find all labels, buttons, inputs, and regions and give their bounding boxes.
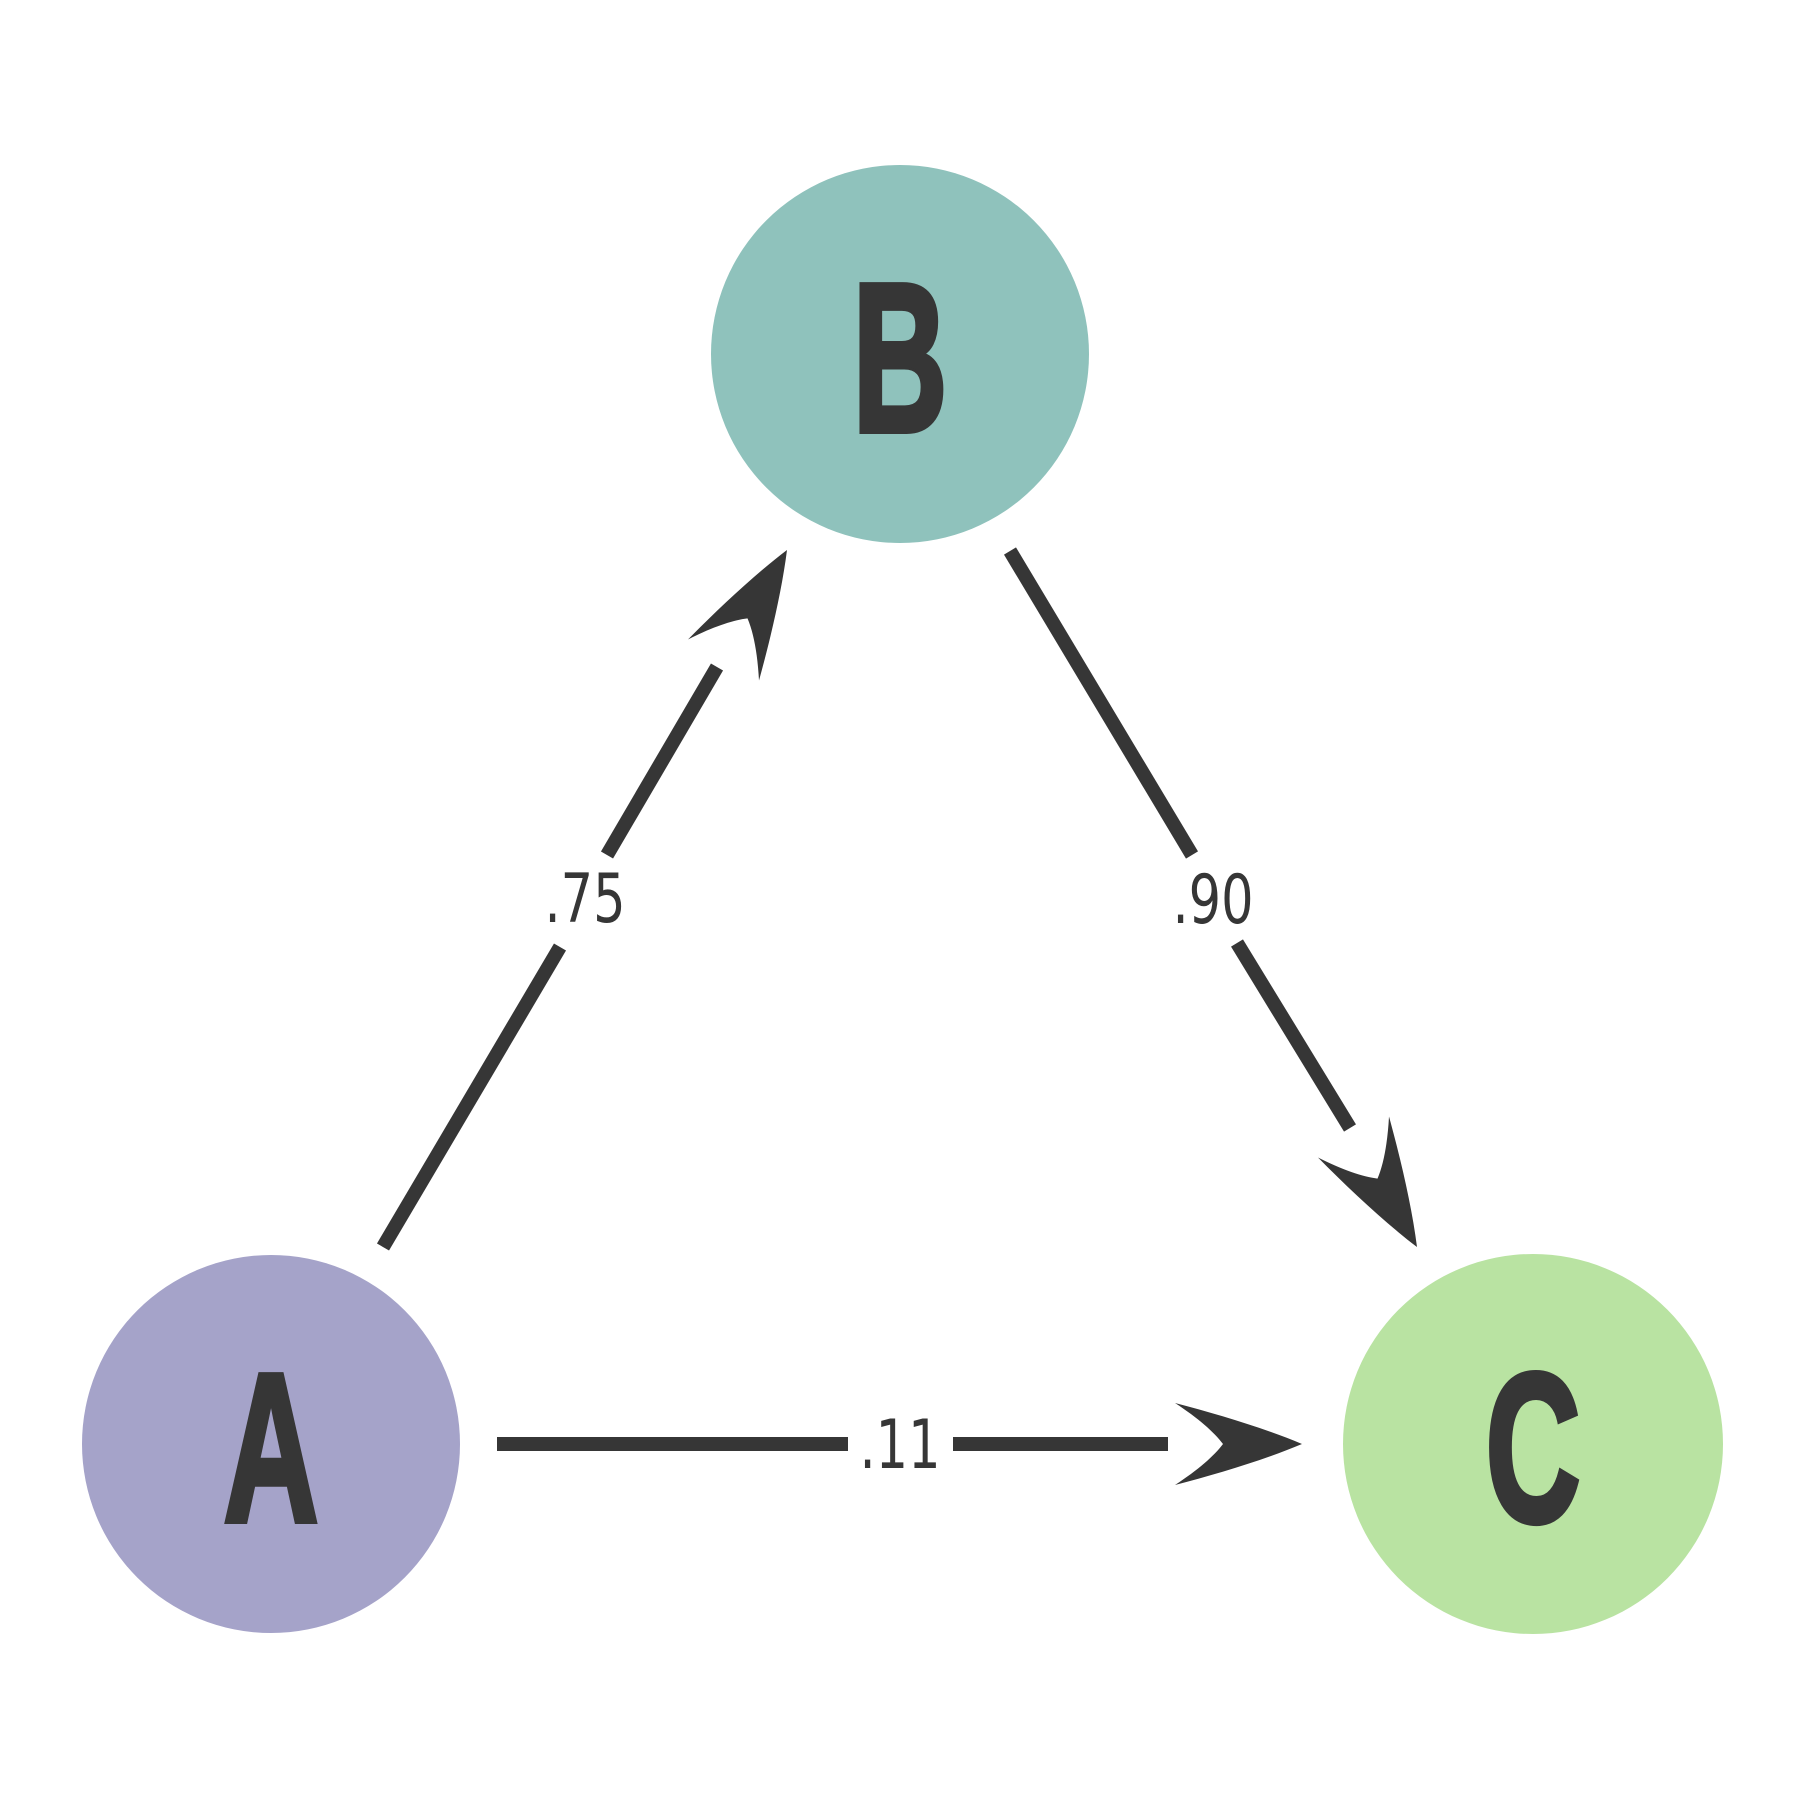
edge-a-b-segment-lower bbox=[376, 943, 567, 1251]
node-b: B bbox=[711, 165, 1089, 543]
node-c: C bbox=[1343, 1254, 1723, 1634]
edge-a-b-segment-upper bbox=[600, 663, 724, 859]
edge-a-to-b: .75 bbox=[376, 550, 787, 1251]
edge-b-c-segment-lower bbox=[1231, 939, 1356, 1132]
node-b-circle bbox=[711, 165, 1089, 543]
arrowhead-a-b-icon bbox=[687, 550, 787, 681]
node-a-circle bbox=[82, 1255, 460, 1633]
arrowhead-a-c-icon bbox=[1175, 1403, 1302, 1485]
edge-label-a-b: .75 bbox=[544, 860, 625, 939]
edge-a-to-c: .11 bbox=[497, 1403, 1302, 1485]
node-a: A bbox=[82, 1255, 460, 1633]
edge-label-a-c: .11 bbox=[859, 1406, 940, 1485]
edge-b-to-c: .90 bbox=[1003, 547, 1417, 1247]
edge-b-c-segment-upper bbox=[1003, 547, 1199, 859]
node-c-label: C bbox=[1486, 1330, 1581, 1567]
arrowhead-b-c-icon bbox=[1317, 1116, 1417, 1247]
edge-label-b-c: .90 bbox=[1172, 861, 1253, 940]
node-a-label: A bbox=[224, 1330, 319, 1567]
node-b-label: B bbox=[853, 240, 948, 477]
node-c-circle bbox=[1343, 1254, 1723, 1634]
